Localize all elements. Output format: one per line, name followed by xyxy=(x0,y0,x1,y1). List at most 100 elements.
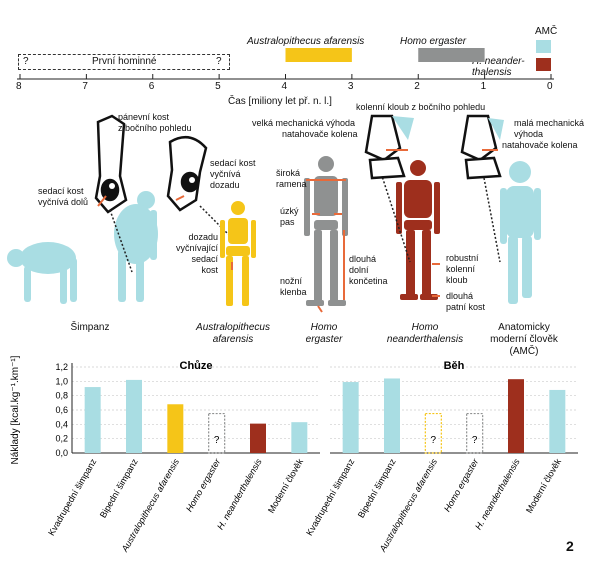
annot-dlouha-3: končetina xyxy=(349,276,388,286)
afarensis-pelvis-drawing xyxy=(166,135,208,212)
annot-siroka-1: široká xyxy=(276,168,301,178)
annot-dozadu-4: kost xyxy=(201,265,218,275)
annot-dozadu-2: vyčnívající xyxy=(175,243,218,253)
first-hominins-q-right: ? xyxy=(216,56,222,67)
bar xyxy=(250,423,266,453)
bar xyxy=(508,379,524,453)
annot-mala-2: výhoda xyxy=(514,129,544,139)
annot-panevni-1: pánevní kost xyxy=(118,112,170,122)
ergaster-skeleton xyxy=(304,156,348,306)
label-afarensis-1: Australopithecus xyxy=(196,322,270,333)
annot-koleni-bocni: kolenní kloub z bočního pohledu xyxy=(356,102,486,112)
bar xyxy=(126,379,142,453)
illustration xyxy=(7,114,541,313)
label-neander-1: Homo xyxy=(411,322,439,333)
chart-title: Chůze xyxy=(180,360,213,372)
y-tick-label: 0,2 xyxy=(55,434,68,444)
timeline-tick-label-2: 6 xyxy=(148,81,155,92)
energy-cost-charts: Náklady [kcal.kg⁻¹.km⁻¹]0,00,20,40,60,81… xyxy=(10,355,578,554)
timeline-tick-label-4: 4 xyxy=(281,81,288,92)
annot-dlouha-2: dolní xyxy=(349,265,369,275)
annot-mala-1: malá mechanická xyxy=(514,118,585,128)
afarensis-pelvis-arrow xyxy=(175,195,185,201)
category-label: Kvadrupední šimpanz xyxy=(46,457,98,538)
timeline-axis xyxy=(17,40,554,80)
neander-timeline-label-1: H. neander- xyxy=(472,56,525,67)
timeline-tick-label-0: 8 xyxy=(16,81,22,92)
chart-y-axis-title: Náklady [kcal.kg⁻¹.km⁻¹] xyxy=(10,355,21,464)
label-amc-1: Anatomicky xyxy=(498,322,550,333)
chimp-pelvis-arrow xyxy=(97,195,107,207)
label-amc-2: moderní člověk xyxy=(490,334,558,345)
annot-sedaci-dozadu-2: vyčnívá xyxy=(210,169,241,179)
timeline-span-1 xyxy=(418,48,485,62)
category-label: H. neanderthalensis xyxy=(473,457,522,532)
category-label: H. neanderthalensis xyxy=(215,457,264,532)
bar-unknown-marker: ? xyxy=(214,435,220,446)
ergaster-arrows xyxy=(306,179,346,313)
amc-knee-drawing xyxy=(460,114,504,180)
label-neander-2: neanderthalensis xyxy=(386,334,464,345)
first-hominins-box xyxy=(18,54,230,70)
category-label: Homo ergaster xyxy=(184,456,223,513)
annot-dozadu-1: dozadu xyxy=(188,232,218,242)
annot-robustni-1: robustní xyxy=(446,253,479,263)
bar xyxy=(84,387,101,453)
timeline-tick-label-5: 3 xyxy=(347,81,354,92)
bar xyxy=(342,382,359,453)
annot-sedaci-dolu-2: vyčnívá dolů xyxy=(38,197,89,207)
first-hominins-label: První hominné xyxy=(92,56,157,67)
bar-unknown-marker: ? xyxy=(472,435,478,446)
annot-dlouha-1: dlouhá xyxy=(349,254,377,264)
amc-timeline-label: AMČ xyxy=(535,26,558,37)
category-label: Bipední šimpanz xyxy=(356,457,398,520)
timeline-tick-label-3: 5 xyxy=(215,81,221,92)
timeline-tick-label-8: 0 xyxy=(547,81,553,92)
figure-number: 2 xyxy=(566,538,574,554)
annot-velka-1: velká mechanická výhoda xyxy=(252,118,356,128)
bar-unknown-marker: ? xyxy=(431,435,437,446)
y-tick-label: 0,0 xyxy=(55,448,68,458)
annot-robustni-3: kloub xyxy=(446,275,468,285)
annot-dozadu-3: sedací xyxy=(191,254,218,264)
bar xyxy=(384,378,400,453)
bar xyxy=(549,389,566,453)
chart-title: Běh xyxy=(444,360,465,372)
annot-nozni-1: nožní xyxy=(280,276,303,286)
y-tick-label: 0,8 xyxy=(55,391,68,401)
y-tick-label: 0,4 xyxy=(55,419,68,429)
bar xyxy=(167,404,184,453)
label-amc-3: (AMČ) xyxy=(509,346,539,357)
label-simpanz: Šimpanz xyxy=(70,322,110,333)
annot-patni-2: patní kost xyxy=(446,302,486,312)
neander-timeline-label-2: thalensis xyxy=(472,67,512,78)
bar-unknown xyxy=(466,412,484,454)
chimp-pelvis-dotted-link xyxy=(109,209,133,273)
annot-patni-1: dlouhá xyxy=(446,291,474,301)
timeline-tick-label-6: 2 xyxy=(414,81,420,92)
chimp-pelvis-drawing xyxy=(94,114,128,214)
afarensis-skeleton xyxy=(220,201,256,306)
annot-mala-3: natahovače kolena xyxy=(502,140,578,150)
annot-sedaci-dozadu-1: sedací kost xyxy=(210,158,256,168)
annot-siroka-2: ramena xyxy=(276,179,307,189)
first-hominins-q-left: ? xyxy=(23,56,29,67)
amc-knee-dotted-link xyxy=(483,177,501,263)
category-label: Homo ergaster xyxy=(442,456,481,513)
timeline-axis-title: Čas [miliony let př. n. l.] xyxy=(228,96,332,107)
y-tick-label: 1,2 xyxy=(55,362,68,372)
amc-span xyxy=(536,40,551,53)
neanderthal-knee-drawing xyxy=(364,114,414,180)
neanderthal-skeleton xyxy=(396,160,440,300)
neander-span xyxy=(536,58,551,71)
label-afarensis-2: afarensis xyxy=(212,334,254,345)
label-ergaster-1: Homo xyxy=(310,322,338,333)
timeline-tick-label-7: 1 xyxy=(480,81,487,92)
annot-robustni-2: kolenní xyxy=(446,264,476,274)
chimpanzee-quadrupedal-silhouette xyxy=(7,242,77,304)
annot-panevni-2: z bočního pohledu xyxy=(118,123,192,133)
modern-human-silhouette xyxy=(500,161,541,304)
annot-uzky-2: pas xyxy=(280,217,295,227)
